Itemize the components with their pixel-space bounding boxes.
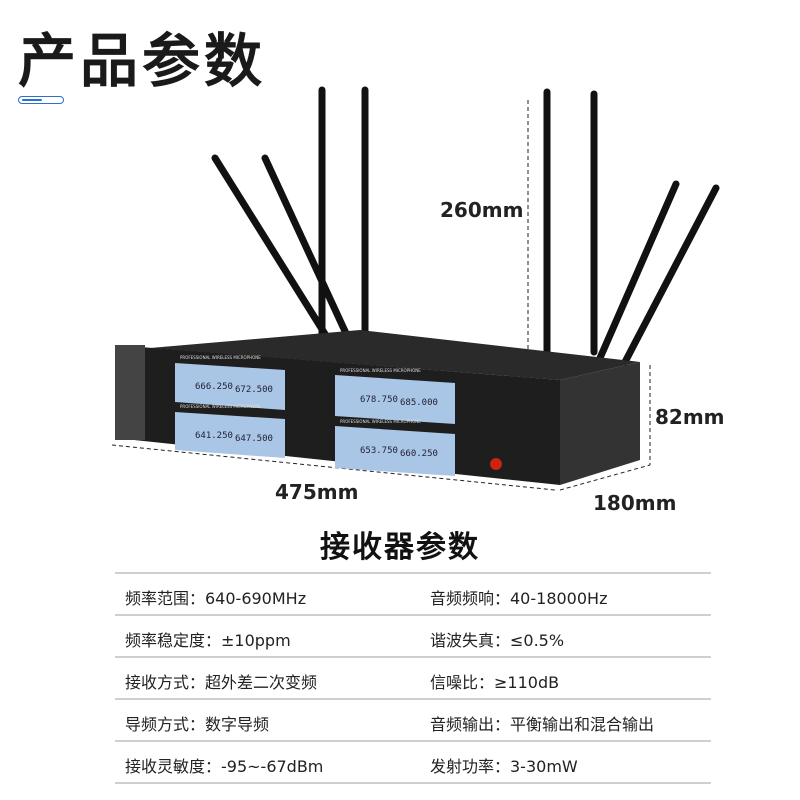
spec-right: 音频频响：40-18000Hz bbox=[430, 589, 608, 608]
spec-left: 频率稳定度：±10ppm bbox=[125, 631, 291, 650]
specs-table: 频率范围：640-690MHz 音频频响：40-18000Hz 频率稳定度：±10… bbox=[115, 572, 711, 784]
spec-right: 信噪比：≥110dB bbox=[430, 673, 560, 692]
lcd-frequency: 678.750 bbox=[360, 395, 398, 405]
spec-left: 导频方式：数字导频 bbox=[125, 715, 270, 734]
dimension-depth-height: 82mm bbox=[655, 405, 725, 429]
table-row: 导频方式：数字导频 音频输出：平衡输出和混合输出 bbox=[115, 698, 711, 740]
dimension-width: 475mm bbox=[275, 480, 359, 504]
title-underline-decoration bbox=[18, 96, 64, 104]
table-row: 频率范围：640-690MHz 音频频响：40-18000Hz bbox=[115, 572, 711, 614]
spec-right: 谐波失真：≤0.5% bbox=[430, 631, 565, 650]
spec-right: 音频输出：平衡输出和混合输出 bbox=[430, 715, 655, 734]
spec-left: 接收方式：超外差二次变频 bbox=[125, 673, 318, 692]
panel-label: PROFESSIONAL WIRELESS MICROPHONE bbox=[180, 355, 261, 360]
receiver-product-image: PROFESSIONAL WIRELESS MICROPHONE PROFESS… bbox=[111, 86, 720, 491]
lcd-frequency: 653.750 bbox=[360, 446, 398, 456]
table-row: 接收方式：超外差二次变频 信噪比：≥110dB bbox=[115, 656, 711, 698]
antennas bbox=[211, 86, 720, 366]
dimension-depth: 180mm bbox=[593, 491, 677, 515]
spec-left: 频率范围：640-690MHz bbox=[125, 589, 307, 608]
lcd-frequency: 672.500 bbox=[235, 385, 273, 395]
panel-label: PROFESSIONAL WIRELESS MICROPHONE bbox=[340, 419, 421, 424]
spec-right: 发射功率：3-30mW bbox=[430, 757, 578, 776]
page-title: 产品参数 bbox=[18, 27, 267, 95]
lcd-frequency: 685.000 bbox=[400, 398, 438, 408]
lcd-panels bbox=[175, 363, 455, 476]
lcd-frequency: 647.500 bbox=[235, 434, 273, 444]
panel-label: PROFESSIONAL WIRELESS MICROPHONE bbox=[180, 404, 261, 409]
lcd-frequency: 641.250 bbox=[195, 431, 233, 441]
table-row: 接收灵敏度：-95~-67dBm 发射功率：3-30mW bbox=[115, 740, 711, 784]
spec-left: 接收灵敏度：-95~-67dBm bbox=[125, 757, 324, 776]
panel-label: PROFESSIONAL WIRELESS MICROPHONE bbox=[340, 368, 421, 373]
specs-title: 接收器参数 bbox=[320, 530, 480, 565]
lcd-frequency: 666.250 bbox=[195, 382, 233, 392]
table-row: 频率稳定度：±10ppm 谐波失真：≤0.5% bbox=[115, 614, 711, 656]
lcd-frequency: 660.250 bbox=[400, 449, 438, 459]
dimension-height: 260mm bbox=[440, 198, 524, 222]
power-button bbox=[490, 458, 502, 470]
